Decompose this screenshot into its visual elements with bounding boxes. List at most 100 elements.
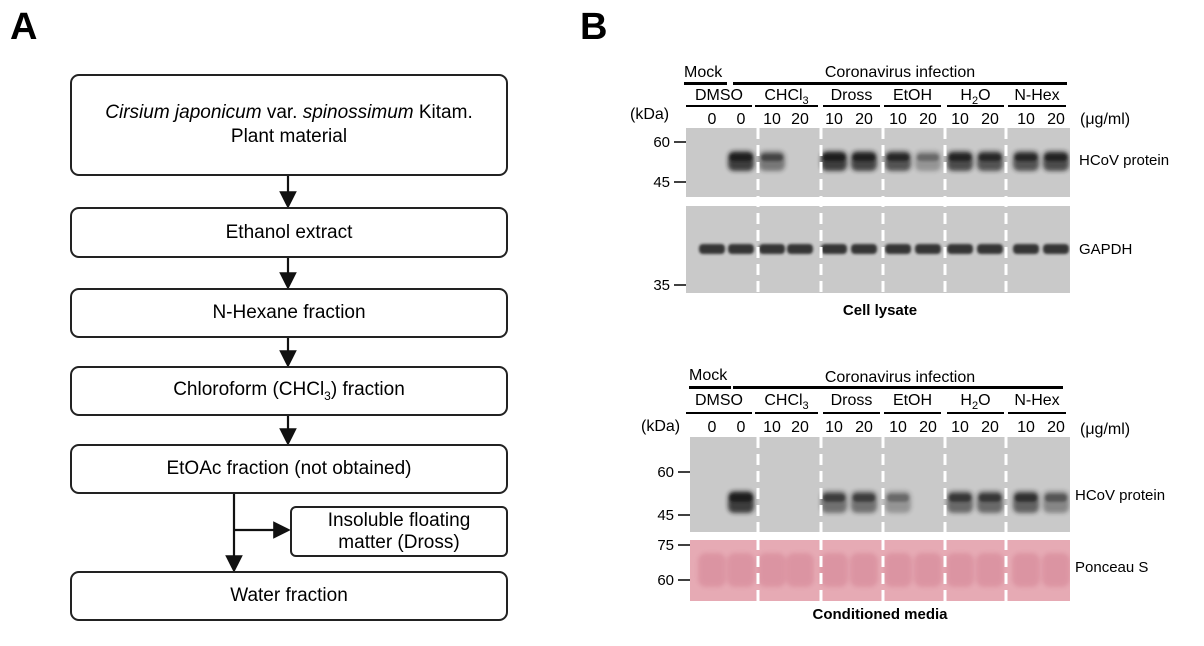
hcov-band-bottom-core	[823, 494, 845, 502]
water-fraction-text: Water fraction	[230, 585, 348, 607]
ponceau-band	[946, 553, 974, 587]
flow-box-etoac: EtOAc fraction (not obtained)	[70, 444, 508, 494]
group-underline-5	[1008, 412, 1066, 414]
gapdh-band	[977, 244, 1003, 254]
group-underline-3	[884, 105, 941, 107]
group-label-2: Dross	[830, 87, 873, 104]
dose-label: 20	[791, 419, 809, 436]
dross-line1-text: Insoluble floating	[327, 509, 471, 531]
marker-label: 75	[657, 537, 674, 554]
dose-label: 0	[707, 419, 717, 436]
marker-label: 45	[657, 507, 674, 524]
bottom-hcov-label: HCoV protein	[1075, 487, 1166, 504]
dose-label: 20	[919, 419, 937, 436]
hcov-band-bottom-core	[853, 494, 875, 502]
gapdh-band	[728, 244, 754, 254]
top-units-label: (μg/ml)	[1080, 111, 1131, 128]
marker-label: 45	[653, 174, 670, 191]
infection-underline	[733, 82, 1067, 85]
gapdh-band	[759, 244, 785, 254]
bottom-units-label: (μg/ml)	[1080, 421, 1131, 438]
marker-label: 60	[657, 572, 674, 589]
dose-label: 20	[1047, 419, 1065, 436]
hcov-band-bottom-core	[887, 494, 909, 502]
group-underline-2	[823, 105, 880, 107]
bottom-kda-label: (kDa)	[641, 418, 681, 435]
mock-underline	[689, 386, 731, 389]
flow-box-ethanol-extract: Ethanol extract	[70, 207, 508, 258]
flow-box-plant-material: Cirsium japonicum var. spinossimum Kitam…	[70, 74, 508, 176]
ponceau-band	[914, 553, 942, 587]
dose-label: 10	[1017, 111, 1035, 128]
dose-label: 10	[951, 419, 969, 436]
group-underline-1	[755, 412, 818, 414]
flow-box-nhexane: N-Hexane fraction	[70, 288, 508, 338]
hcov-band-bottom-core	[1045, 494, 1067, 502]
flow-box-chloroform: Chloroform (CHCl3) fraction	[70, 366, 508, 416]
bottom-ponceau-label: Ponceau S	[1075, 559, 1149, 576]
hcov-band-top-core	[853, 154, 875, 161]
ponceau-band	[786, 553, 814, 587]
marker-label: 60	[657, 464, 674, 481]
group-label-0: DMSO	[695, 392, 743, 409]
hcov-band-top-core	[979, 154, 1001, 161]
gapdh-band	[787, 244, 813, 254]
hcov-band-top-core	[1015, 154, 1037, 161]
ponceau-band	[1012, 553, 1040, 587]
ponceau-band	[820, 553, 848, 587]
ponceau-band	[976, 553, 1004, 587]
group-underline-1	[755, 105, 818, 107]
hcov-band-bottom-core	[730, 494, 752, 502]
ponceau-band	[850, 553, 878, 587]
flow-box-dross: Insoluble floating matter (Dross)	[290, 506, 508, 557]
hcov-band-top-core	[823, 154, 845, 161]
dose-label: 20	[919, 111, 937, 128]
plant-species-text: spinossimum	[302, 102, 414, 124]
ponceau-band	[698, 553, 726, 587]
gapdh-band	[885, 244, 911, 254]
dose-label: 10	[763, 419, 781, 436]
group-label-4: H2O	[960, 392, 991, 413]
flow-box-water: Water fraction	[70, 571, 508, 621]
hcov-band-top-core	[949, 154, 971, 161]
dose-label: 20	[981, 419, 999, 436]
group-underline-5	[1008, 105, 1066, 107]
group-underline-0	[686, 105, 752, 107]
dose-label: 0	[707, 111, 717, 128]
dose-label: 10	[951, 111, 969, 128]
bottom-infection-label: Coronavirus infection	[824, 369, 976, 386]
hcov-band-top-core	[730, 154, 752, 161]
dose-label: 10	[825, 111, 843, 128]
group-label-5: N-Hex	[1014, 87, 1060, 104]
group-label-3: EtOH	[892, 392, 933, 409]
top-mock-label: Mock	[684, 64, 723, 81]
ethanol-extract-text: Ethanol extract	[225, 221, 353, 243]
group-underline-4	[947, 105, 1004, 107]
dose-label: 10	[889, 419, 907, 436]
group-underline-2	[823, 412, 880, 414]
panel-label-a: A	[10, 6, 38, 48]
panel-label-b: B	[580, 6, 608, 48]
group-underline-3	[884, 412, 941, 414]
flowchart-arrows	[225, 176, 297, 573]
dose-label: 10	[889, 111, 907, 128]
dose-label: 20	[1047, 111, 1065, 128]
hcov-band-top-core	[887, 154, 909, 161]
gapdh-band	[821, 244, 847, 254]
gapdh-band	[915, 244, 941, 254]
gapdh-band	[1043, 244, 1069, 254]
hcov-band-bottom-core	[979, 494, 1001, 502]
top-kda-label: (kDa)	[630, 106, 670, 123]
nhexane-text: N-Hexane fraction	[212, 302, 366, 324]
dose-label: 10	[825, 419, 843, 436]
group-label-1: CHCl3	[764, 392, 809, 413]
group-label-0: DMSO	[695, 87, 743, 104]
hcov-band-bottom-core	[949, 494, 971, 502]
hcov-band-bottom-core	[1015, 494, 1037, 502]
ponceau-band	[884, 553, 912, 587]
group-underline-0	[686, 412, 752, 414]
plant-author-text: Kitam.	[413, 102, 473, 124]
hcov-film-bottom	[690, 437, 1070, 532]
top-caption: Cell lysate	[842, 302, 918, 319]
